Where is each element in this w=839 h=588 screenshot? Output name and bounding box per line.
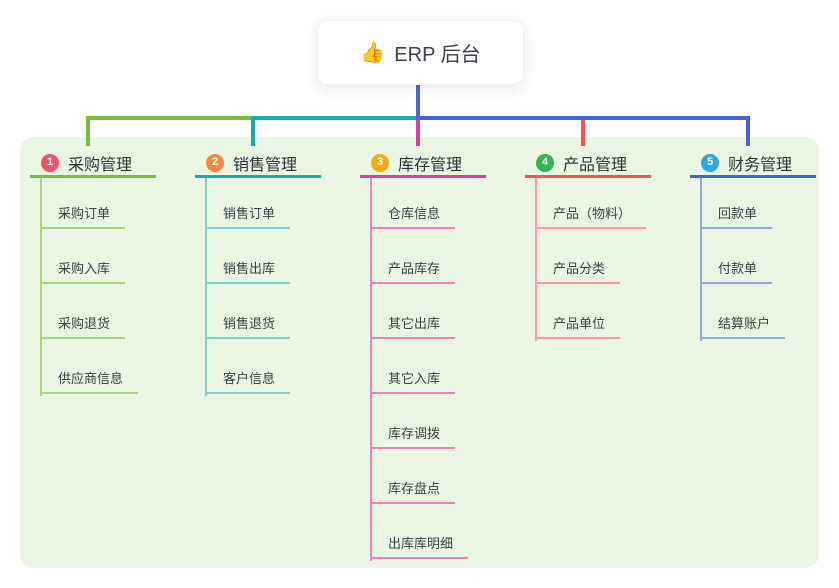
branch-5-title: 财务管理	[728, 156, 793, 174]
branch-3-item-3[interactable]: 其它出库	[370, 311, 456, 339]
branch-1-drop-line	[85, 116, 90, 146]
branch-4-drop-line	[580, 116, 585, 146]
branch-3-number-badge: 3	[371, 153, 389, 172]
branch-4-header[interactable]: 4 产品管理	[525, 150, 651, 178]
branch-3-title: 库存管理	[398, 156, 463, 174]
branch-4-item-3[interactable]: 产品单位	[535, 311, 621, 339]
branch-2-item-3[interactable]: 销售退货	[205, 311, 291, 339]
branches-panel	[20, 137, 819, 568]
branch-2-header[interactable]: 2 销售管理	[195, 150, 321, 178]
bus-segment-blue	[415, 116, 750, 120]
branch-4-item-1[interactable]: 产品（物料）	[535, 201, 647, 229]
bus-segment-teal	[250, 116, 420, 120]
branch-5-drop-line	[745, 116, 750, 146]
branch-3-item-4[interactable]: 其它入库	[370, 366, 456, 394]
branch-3-item-1[interactable]: 仓库信息	[370, 201, 456, 229]
branch-5-item-2[interactable]: 付款单	[700, 256, 773, 284]
branch-3-drop-line	[415, 116, 420, 146]
branch-3-item-7[interactable]: 出库库明细	[370, 531, 469, 559]
root-node[interactable]: 👍 ERP 后台	[317, 20, 524, 85]
trunk-line	[415, 83, 420, 120]
branch-3-rail-line	[370, 178, 372, 561]
branch-2-title: 销售管理	[233, 156, 298, 174]
branch-1-item-3[interactable]: 采购退货	[40, 311, 126, 339]
branch-1-item-1[interactable]: 采购订单	[40, 201, 126, 229]
branch-1-header[interactable]: 1 采购管理	[30, 150, 156, 178]
branch-5-header[interactable]: 5 财务管理	[690, 150, 816, 178]
branch-3-item-2[interactable]: 产品库存	[370, 256, 456, 284]
branch-2-item-2[interactable]: 销售出库	[205, 256, 291, 284]
branch-2-number-badge: 2	[206, 153, 224, 172]
branch-2-item-4[interactable]: 客户信息	[205, 366, 291, 394]
branch-1-title: 采购管理	[68, 156, 133, 174]
bus-segment-green	[85, 116, 255, 120]
branch-5-rail-line	[700, 178, 702, 341]
branch-3-item-5[interactable]: 库存调拨	[370, 421, 456, 449]
thumbs-up-icon: 👍	[360, 42, 386, 64]
branch-1-item-2[interactable]: 采购入库	[40, 256, 126, 284]
branch-4-rail-line	[535, 178, 537, 341]
branch-3-item-6[interactable]: 库存盘点	[370, 476, 456, 504]
branch-5-item-1[interactable]: 回款单	[700, 201, 773, 229]
branch-4-title: 产品管理	[563, 156, 628, 174]
branch-1-number-badge: 1	[41, 153, 59, 172]
branch-4-item-2[interactable]: 产品分类	[535, 256, 621, 284]
branch-2-drop-line	[250, 116, 255, 146]
root-node-label: ERP 后台	[394, 44, 481, 66]
branch-1-rail-line	[40, 178, 42, 396]
branch-4-number-badge: 4	[536, 153, 554, 172]
branch-2-rail-line	[205, 178, 207, 396]
branch-2-item-1[interactable]: 销售订单	[205, 201, 291, 229]
branch-5-number-badge: 5	[701, 153, 719, 172]
branch-3-header[interactable]: 3 库存管理	[360, 150, 486, 178]
branch-1-item-4[interactable]: 供应商信息	[40, 366, 139, 394]
branch-5-item-3[interactable]: 结算账户	[700, 311, 786, 339]
